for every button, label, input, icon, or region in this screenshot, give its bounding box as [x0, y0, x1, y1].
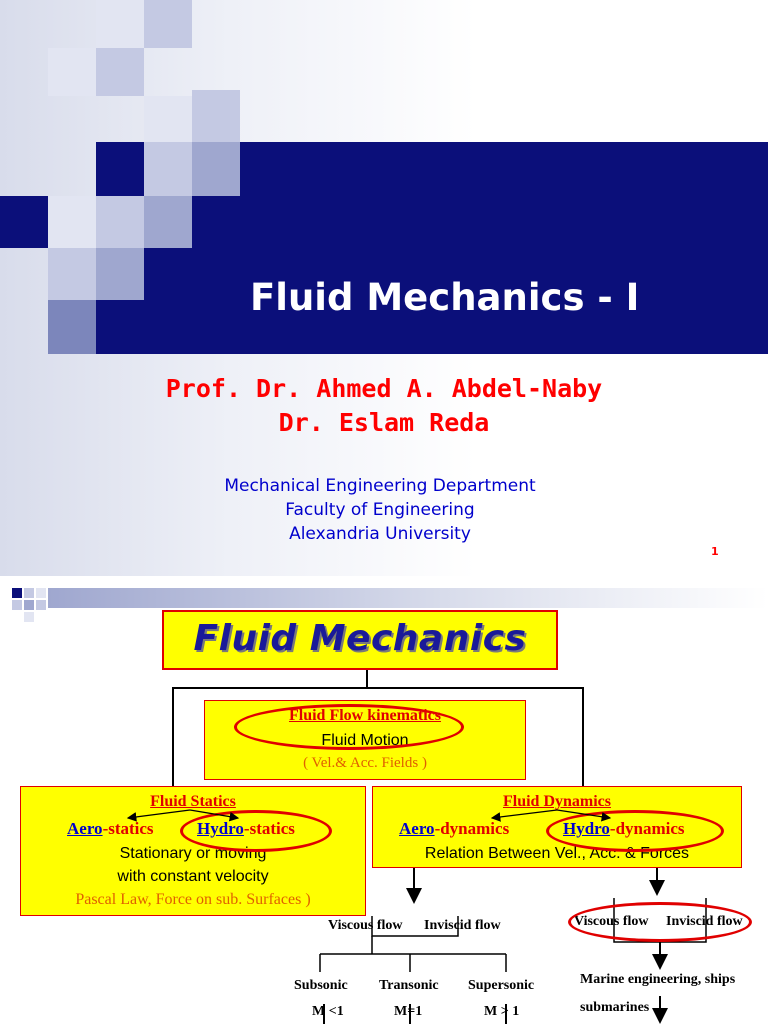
decor-square: [36, 588, 46, 598]
subsonic-label: Subsonic: [294, 978, 348, 993]
decor-square: [192, 142, 240, 196]
decor-square: [144, 0, 192, 48]
connector-line: [366, 670, 368, 688]
decor-square: [24, 588, 34, 598]
decor-top-bar: [0, 576, 768, 622]
decor-square: [48, 248, 96, 300]
decor-square: [96, 248, 144, 300]
decor-square: [144, 96, 192, 142]
aero-statics-suffix: -statics: [102, 819, 154, 838]
dynamics-split-arrows: [490, 809, 612, 822]
statics-split-arrows: [126, 809, 240, 822]
diagram-slide: Fluid Mechanics Fluid Flow kinematics Fl…: [0, 576, 768, 1024]
department: Mechanical Engineering Department: [224, 476, 536, 496]
main-title-box: Fluid Mechanics: [162, 610, 558, 670]
dynamics-heading: Fluid Dynamics: [502, 793, 611, 810]
connector-line: [582, 687, 584, 787]
decor-square: [144, 142, 192, 196]
application-line-2: submarines: [580, 1000, 650, 1015]
decor-square: [144, 196, 192, 248]
connector-line: [172, 687, 174, 787]
decor-square: [48, 300, 96, 354]
highlight-oval: [180, 810, 332, 852]
decor-square: [192, 90, 240, 142]
aero-dynamics-prefix: Aero: [399, 819, 435, 838]
decor-square: [48, 48, 96, 96]
decor-square: [96, 196, 144, 248]
statics-heading: Fluid Statics: [150, 793, 236, 810]
decor-square: [24, 612, 34, 622]
decor-square: [96, 48, 144, 96]
slide-title: Fluid Mechanics - I: [250, 276, 640, 319]
mach-subsonic-label: M <1: [312, 1004, 344, 1019]
page-number: 1: [711, 545, 719, 558]
decor-square: [12, 600, 22, 610]
application-line-1: Marine engineering, ships: [580, 972, 736, 987]
aero-statics-prefix: Aero: [67, 819, 103, 838]
decor-square: [36, 600, 46, 610]
aero-dynamics: Aero-dynamics: [399, 819, 509, 839]
transonic-label: Transonic: [379, 978, 439, 993]
mach-supersonic-label: M > 1: [484, 1004, 520, 1019]
connector-line: [172, 687, 584, 689]
title-banner-tab: [0, 196, 48, 248]
decor-square: [96, 0, 144, 48]
author-line-2: Dr. Eslam Reda: [278, 408, 490, 437]
decor-square: [48, 196, 96, 248]
highlight-oval: [546, 810, 724, 852]
aero-statics: Aero-statics: [67, 819, 154, 839]
aero-dynamics-suffix: -dynamics: [434, 819, 510, 838]
statics-line-3: Pascal Law, Force on sub. Surfaces ): [75, 891, 311, 908]
statics-line-2: with constant velocity: [117, 868, 269, 885]
supersonic-label: Supersonic: [468, 978, 535, 993]
branch-bracket: [371, 916, 459, 937]
faculty: Faculty of Engineering: [285, 500, 475, 520]
diagram-connectors: [126, 809, 707, 1024]
inviscid-flow-label: Inviscid flow: [424, 918, 501, 933]
viscous-flow-label: Viscous flow: [328, 918, 403, 933]
author-line-1: Prof. Dr. Ahmed A. Abdel-Naby: [165, 374, 603, 403]
university: Alexandria University: [289, 524, 471, 544]
title-slide: Fluid Mechanics - I Prof. Dr. Ahmed A. A…: [0, 0, 768, 576]
decor-square: [12, 588, 22, 598]
decor-square: [24, 600, 34, 610]
decor-gradient-bar: [48, 588, 768, 608]
highlight-oval: [568, 902, 752, 942]
kinematics-line-2: ( Vel.& Acc. Fields ): [303, 755, 427, 771]
mach-transonic-label: M=1: [394, 1004, 423, 1019]
highlight-oval: [234, 704, 464, 750]
main-title: Fluid Mechanics: [193, 618, 527, 659]
